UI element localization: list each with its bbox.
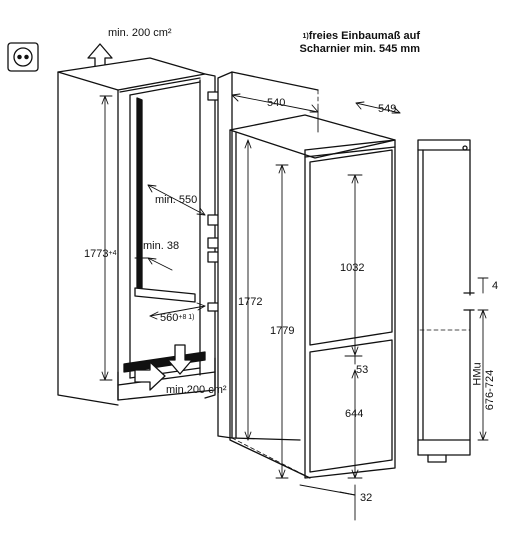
side-profile <box>417 139 475 463</box>
width-560-value: 560 <box>160 312 179 324</box>
depth-549-label: 549 <box>378 103 397 115</box>
fridge-door-label: 1032 <box>340 262 365 274</box>
fridge-appliance <box>229 114 396 479</box>
vent-bottom-label: min.200 cm² <box>166 384 227 396</box>
note-line-1: freies Einbaumaß auf <box>308 30 420 42</box>
min-550-label: min. 550 <box>155 194 198 206</box>
freezer-door-label: 644 <box>345 408 364 420</box>
niche-height-label: 1773+4 <box>84 248 116 260</box>
note-line-2: Scharnier min. 545 mm <box>299 43 420 55</box>
gap-53-label: 53 <box>356 364 369 376</box>
width-560-sup: +8 1) <box>178 314 195 321</box>
note-marker: 1) <box>302 33 309 40</box>
min-38-label: min. 38 <box>143 240 180 252</box>
open-door-panel <box>217 71 319 441</box>
bottom-32-label: 32 <box>360 492 373 504</box>
niche-height-sup: +4 <box>108 250 117 257</box>
installation-note: 1)freies Einbaumaß auf Scharnier min. 54… <box>268 30 420 56</box>
hmu-range-label: 676-724 <box>484 369 497 411</box>
vent-bottom-arrow <box>134 361 166 391</box>
niche-cabinet <box>57 57 216 406</box>
side-4-label: 4 <box>492 280 499 292</box>
depth-540-label: 540 <box>267 97 286 109</box>
dimension-lines <box>99 93 489 521</box>
appliance-total-label: 1779 <box>270 325 295 337</box>
power-socket-icon <box>7 42 39 72</box>
niche-height-value: 1773 <box>84 248 109 260</box>
appliance-height-label: 1772 <box>238 296 263 308</box>
dashed-guides <box>231 89 471 479</box>
vent-top-label: min. 200 cm² <box>108 27 172 39</box>
niche-gasket <box>134 97 196 303</box>
width-560-label: 560+8 1) <box>160 312 195 324</box>
hmu-label: HMu <box>471 362 484 386</box>
bottom-vent-grille <box>123 344 206 375</box>
